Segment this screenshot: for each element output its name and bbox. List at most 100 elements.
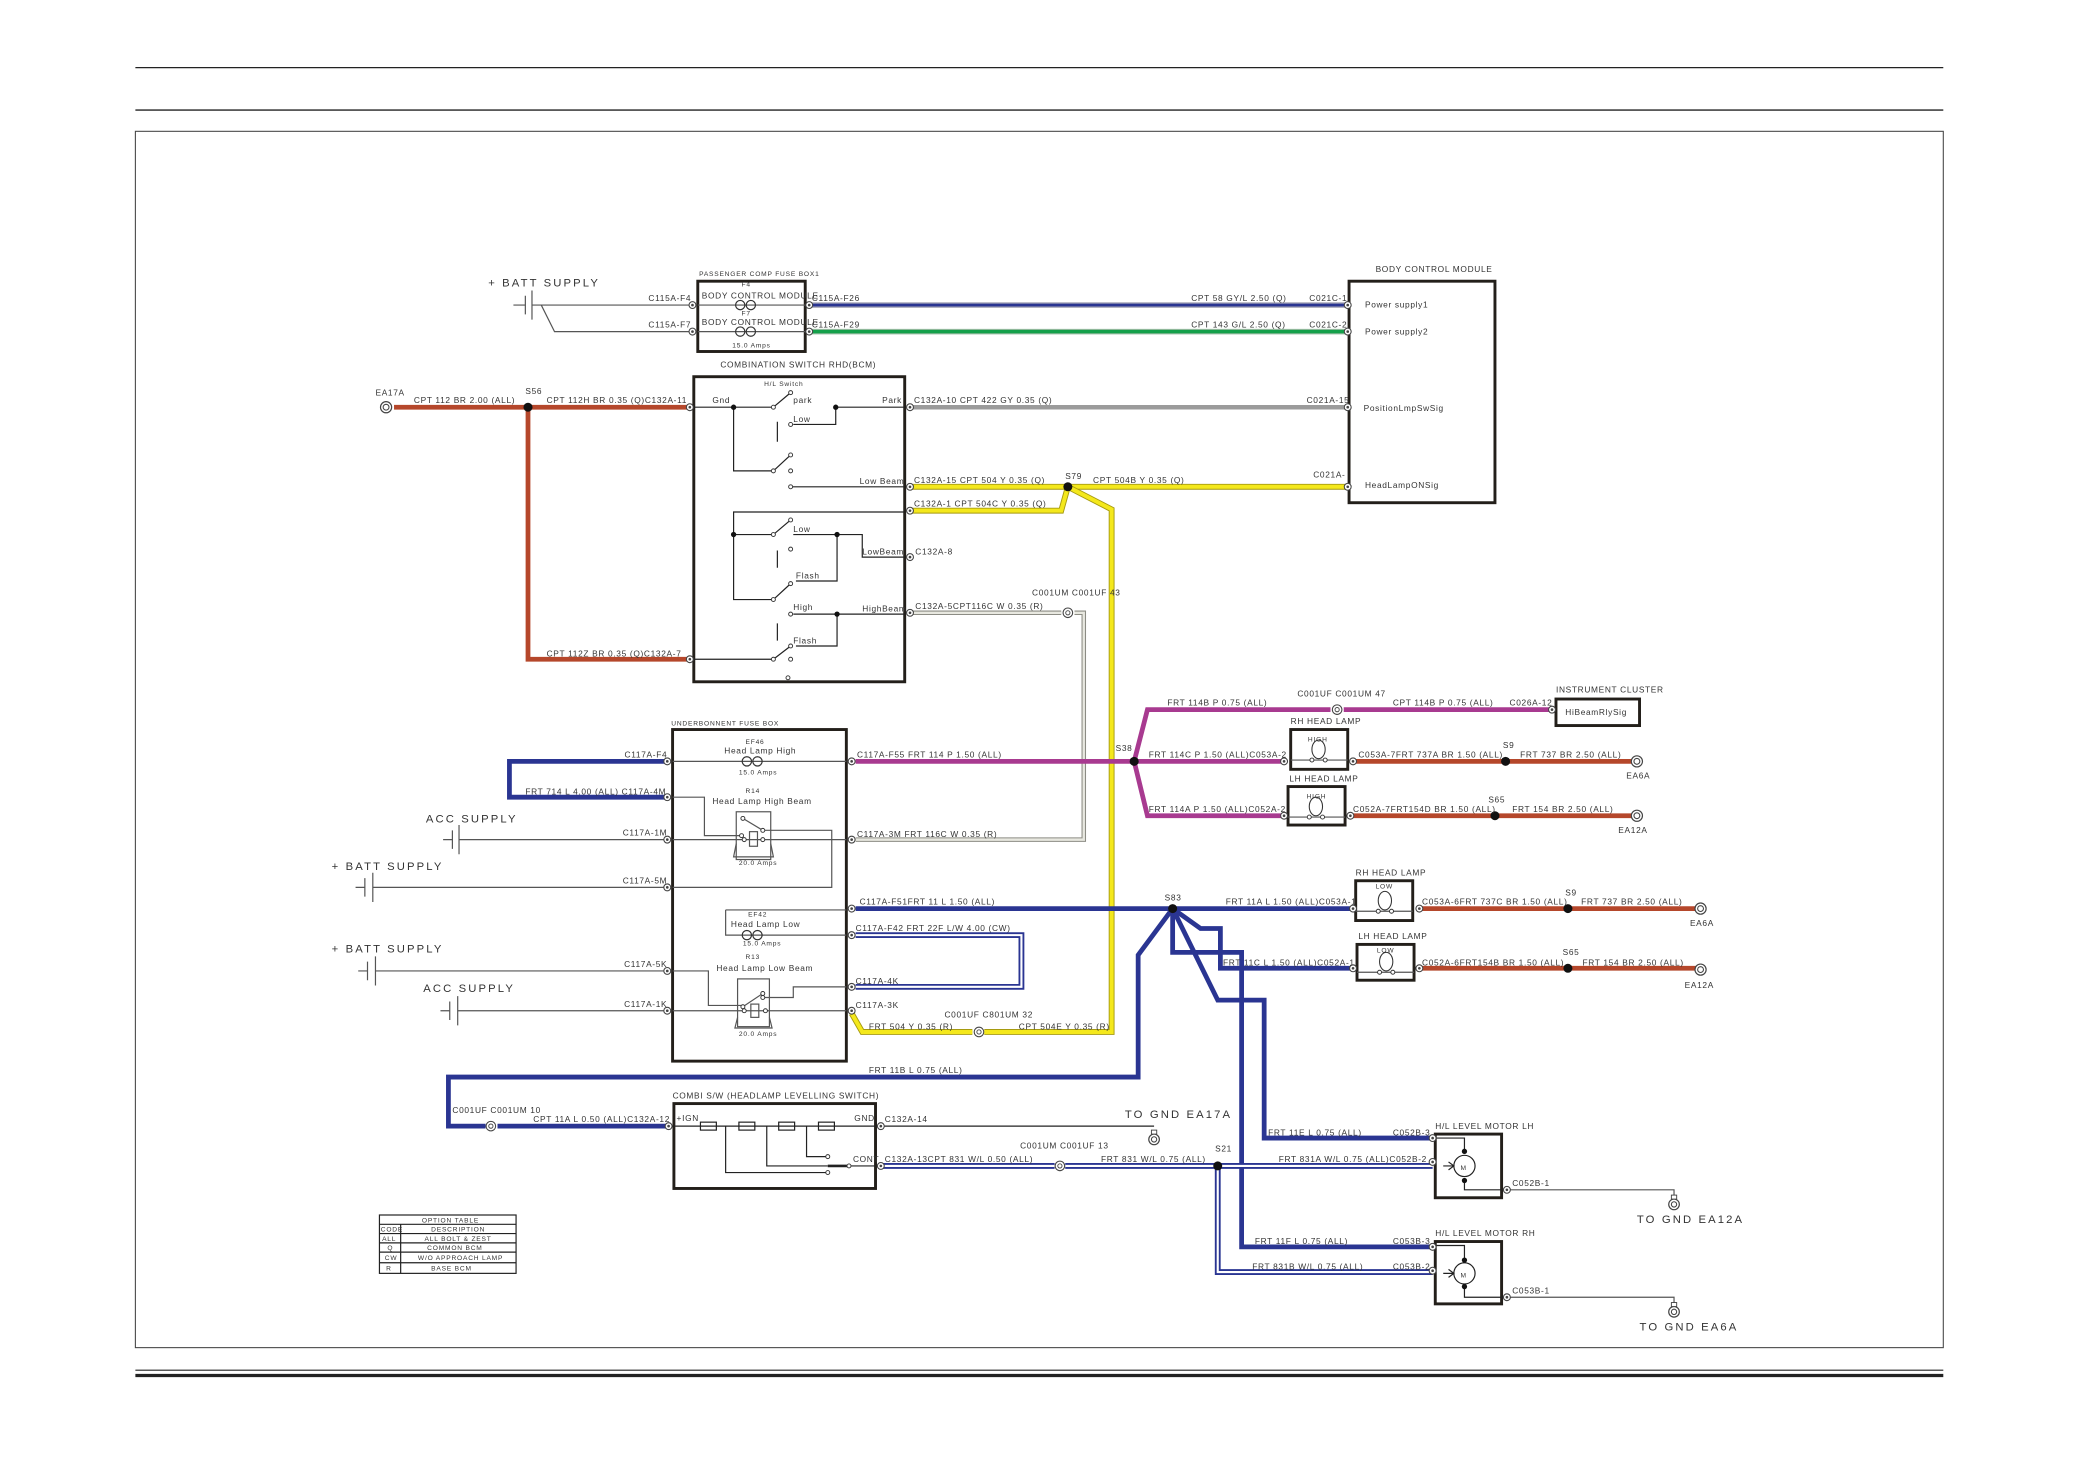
connector-pin-dot bbox=[1351, 966, 1355, 970]
junction-dot bbox=[730, 404, 737, 410]
wire-label: C053B-1 bbox=[1512, 1285, 1550, 1295]
wire-label: C115A-F29 bbox=[812, 320, 860, 330]
wire-label: S65 bbox=[1563, 947, 1580, 957]
wire-label: 15.0 Amps bbox=[732, 343, 770, 350]
wire-label: C132A-1 CPT 504C Y 0.35 (Q) bbox=[914, 499, 1046, 509]
wire-label: LOW bbox=[1376, 884, 1393, 891]
bulb-pin bbox=[1322, 757, 1328, 763]
wire-frt-11e bbox=[1170, 907, 1433, 1141]
wire-label: + BATT SUPPLY bbox=[332, 943, 444, 955]
wire-cpt-504c bbox=[910, 486, 1071, 514]
wire-label: Head Lamp High Beam bbox=[712, 796, 811, 806]
connector-pin-dot bbox=[850, 838, 853, 841]
wire-label: H/L LEVEL MOTOR LH bbox=[1435, 1121, 1534, 1131]
wire-label: LH HEAD LAMP bbox=[1358, 931, 1427, 941]
wire-label: EA6A bbox=[1626, 771, 1650, 781]
passenger-fuse-box bbox=[696, 279, 807, 353]
wire-label: M bbox=[1460, 1165, 1466, 1172]
wire-label: 20.0 Amps bbox=[739, 1031, 777, 1038]
ground-eyelet-core bbox=[1633, 812, 1641, 820]
connector-pin-dot bbox=[1346, 303, 1350, 307]
wire-label: S38 bbox=[1116, 743, 1133, 753]
wire-label: C052A-7FRT154D BR 1.50 (ALL) bbox=[1353, 804, 1496, 814]
wire-label: C115A-F4 bbox=[648, 293, 691, 303]
wire-label: FRT 154 BR 2.50 (ALL) bbox=[1583, 958, 1684, 968]
switch-contact bbox=[788, 546, 794, 552]
wire-label: C053A-7FRT 737A BR 1.50 (ALL) bbox=[1358, 749, 1503, 759]
wire-label: FRT 11F L 0.75 (ALL) bbox=[1255, 1236, 1348, 1246]
wire-frt-714 bbox=[507, 758, 668, 800]
wire-label: C117A-5K bbox=[624, 959, 667, 969]
splice-dot bbox=[523, 402, 533, 412]
wire-label: C115A-F26 bbox=[812, 293, 860, 303]
junction-dot bbox=[834, 611, 840, 617]
connector-pin-dot bbox=[850, 760, 853, 763]
wire-label: C132A-10 CPT 422 GY 0.35 (Q) bbox=[914, 395, 1052, 405]
wire-label: C115A-F7 bbox=[648, 320, 691, 330]
wire-label: FRT 831A W/L 0.75 (ALL)C052B-2 bbox=[1279, 1154, 1427, 1164]
wire-label: CPT 112H BR 0.35 (Q)C132A-11 bbox=[547, 395, 688, 405]
option-code: R bbox=[386, 1266, 392, 1273]
switch-contact bbox=[739, 833, 745, 839]
wire-label: Flash bbox=[793, 635, 817, 645]
option-code: Q bbox=[387, 1245, 393, 1252]
bulb-pin bbox=[1306, 814, 1312, 820]
connector-pin-dot bbox=[850, 933, 853, 937]
connector-pin-dot bbox=[1346, 485, 1350, 489]
switch-contact bbox=[825, 1154, 831, 1160]
wire-label: C026A-12 bbox=[1510, 698, 1553, 708]
wire-frt-116c bbox=[855, 610, 1087, 842]
connector-pin-dot bbox=[1351, 760, 1355, 763]
wire-label: INSTRUMENT CLUSTER bbox=[1556, 684, 1664, 694]
wire-label: COMBI S/W (HEADLAMP LEVELLING SWITCH) bbox=[673, 1090, 880, 1100]
wire-label: C052B-3 bbox=[1393, 1127, 1431, 1137]
wire-label: PositionLmpSwSig bbox=[1364, 403, 1444, 413]
wire-label: F7 bbox=[742, 311, 751, 318]
connector-pin-dot bbox=[879, 1164, 883, 1168]
wire-label: S65 bbox=[1488, 794, 1505, 804]
switch-contact bbox=[760, 827, 766, 833]
junction-dot bbox=[1461, 1148, 1468, 1154]
inline-connector-core bbox=[488, 1123, 494, 1129]
connector-pin-dot bbox=[1505, 1295, 1509, 1299]
wire-label: C053B-3 bbox=[1393, 1236, 1431, 1246]
wire-label: CPT 112 BR 2.00 (ALL) bbox=[414, 395, 515, 405]
wire-label: LowBeam bbox=[862, 546, 904, 556]
wire-frt-504 bbox=[849, 1011, 973, 1035]
switch-contact bbox=[788, 643, 794, 649]
wire-label: CPT 114B P 0.75 (ALL) bbox=[1393, 698, 1494, 708]
connector-pin-dot bbox=[665, 795, 669, 799]
ground-eyelet-icon bbox=[1630, 755, 1644, 768]
bulb-pin bbox=[1320, 814, 1325, 820]
wire-label: C117A-5M bbox=[623, 875, 668, 885]
wire-frt-22f bbox=[855, 932, 1025, 990]
wire-label: FRT 831B W/L 0.75 (ALL) bbox=[1252, 1261, 1363, 1271]
wire-label: CPT 504B Y 0.35 (Q) bbox=[1093, 475, 1184, 485]
fuse-icon-end bbox=[745, 326, 757, 337]
wire-label: park bbox=[793, 395, 812, 405]
fuse-icon-end bbox=[745, 299, 757, 311]
wire-label: C053A-6FRT 737C BR 1.50 (ALL) bbox=[1422, 897, 1568, 907]
wire-label: BODY CONTROL MODULE bbox=[1376, 264, 1493, 274]
wire-label: CPT 11A L 0.50 (ALL)C132A-12 bbox=[533, 1114, 670, 1124]
switch-contact bbox=[788, 390, 794, 396]
connector-pin-dot bbox=[665, 886, 669, 889]
connector-pin-dot bbox=[1418, 907, 1421, 910]
ground-eyelet-icon bbox=[379, 401, 393, 414]
wire-label: C053B-2 bbox=[1393, 1261, 1431, 1271]
connector-pin-dot bbox=[807, 330, 811, 333]
connector-pin-dot bbox=[1505, 1188, 1509, 1192]
inline-connector-core bbox=[1065, 610, 1071, 616]
underbonnet-fuse-box bbox=[671, 728, 848, 1063]
wire-label: C052A-6FRT154B BR 1.50 (ALL) bbox=[1422, 958, 1564, 968]
wire-label: H/L Switch bbox=[764, 381, 803, 388]
wire-label: +IGN bbox=[677, 1113, 699, 1123]
connector-pin-dot bbox=[665, 969, 669, 973]
wire-frt-11f bbox=[1170, 908, 1433, 1250]
connector-pin-dot bbox=[691, 303, 694, 307]
wire-label: Flash bbox=[796, 570, 820, 580]
connector-pin-dot bbox=[665, 838, 669, 841]
ground-terminal-icon bbox=[1668, 1305, 1680, 1318]
wire-cpt-112z bbox=[525, 407, 690, 662]
option-code: ALL bbox=[382, 1236, 396, 1243]
